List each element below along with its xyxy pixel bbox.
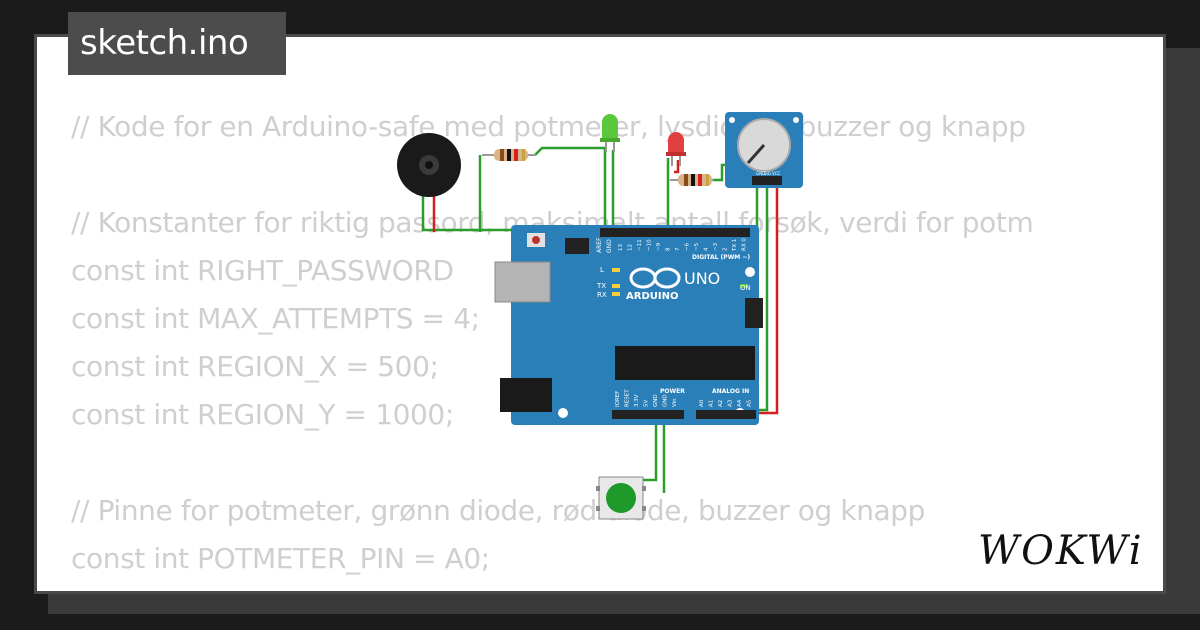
wokwi-logo-text: WOKWi xyxy=(978,528,1144,574)
buzzer[interactable] xyxy=(397,133,461,197)
label-digital-pwm: DIGITAL (PWM ~) xyxy=(692,254,750,261)
code-line: const int REGION_Y = 1000; xyxy=(71,398,454,431)
pin-label: 12 xyxy=(628,244,634,251)
pin-label: RX 0 xyxy=(742,238,748,251)
pin-label: 7 xyxy=(675,247,681,251)
pin-label: A0 xyxy=(699,399,705,407)
led-green[interactable] xyxy=(600,114,620,152)
push-button[interactable] xyxy=(596,476,646,520)
power-header xyxy=(612,410,684,419)
wire-resistor1-right xyxy=(534,146,607,232)
code-line: // Kode for en Arduino-safe med potmeter… xyxy=(71,110,1026,143)
pin-label: ~10 xyxy=(647,239,653,251)
pin-label: A3 xyxy=(728,399,734,407)
wokwi-logo[interactable]: WOKWi xyxy=(978,524,1148,578)
pin-label: ~9 xyxy=(656,242,662,251)
atmega-chip xyxy=(615,346,755,380)
label-rx: RX xyxy=(597,291,607,299)
arduino-logo-icon xyxy=(629,267,681,289)
icsp-header-right xyxy=(745,298,763,328)
pin-label: GND xyxy=(653,394,659,407)
wire-buzzer-gnd xyxy=(421,185,730,232)
potentiometer[interactable]: GND SIG VCC xyxy=(725,112,803,188)
icsp-header-top xyxy=(565,238,589,254)
pin-label: ~11 xyxy=(637,239,643,251)
pin-label: A5 xyxy=(747,399,753,407)
pin-label: ~6 xyxy=(685,242,691,251)
pin-label: 8 xyxy=(666,247,672,251)
pin-label: A2 xyxy=(718,400,724,407)
label-tx: TX xyxy=(596,282,606,290)
board-brand: ARDUINO xyxy=(626,291,678,302)
analog-header xyxy=(696,410,756,419)
pot-pin-gnd: GND xyxy=(756,171,765,176)
pin-label: TX 1 xyxy=(732,239,738,252)
digital-header xyxy=(600,228,750,237)
usb-port xyxy=(494,261,551,303)
code-line: const int RIGHT_PASSWORD xyxy=(71,254,454,287)
pot-pin-vcc: VCC xyxy=(772,171,781,176)
code-line: const int REGION_X = 500; xyxy=(71,350,439,383)
potentiometer-knob-indicator xyxy=(746,144,766,164)
label-on: ON xyxy=(740,284,751,292)
label-gnd-top: GND xyxy=(606,239,613,253)
wire-red-led-anode xyxy=(674,160,680,174)
pin-label: 5V xyxy=(644,400,650,407)
pin-label: Vin xyxy=(672,398,678,407)
pin-label: RESET xyxy=(625,389,631,407)
pin-label: IOREF xyxy=(615,391,621,407)
power-jack xyxy=(500,378,552,412)
pin-label: 3.3V xyxy=(634,394,640,407)
push-button-cap[interactable] xyxy=(606,483,636,513)
label-power: POWER xyxy=(660,388,685,395)
code-line: const int MAX_ATTEMPTS = 4; xyxy=(71,302,480,335)
pin-label: A1 xyxy=(709,400,715,407)
pin-label: ~3 xyxy=(713,242,719,251)
resistor-2[interactable] xyxy=(670,174,714,186)
pin-label: A4 xyxy=(737,399,743,407)
label-l: L xyxy=(600,266,604,274)
pin-label: 4 xyxy=(704,247,710,251)
label-aref: AREF xyxy=(596,237,603,253)
board-model: UNO xyxy=(684,269,720,288)
code-line: const int POTMETER_PIN = A0; xyxy=(71,542,490,575)
wire-resistor2 xyxy=(712,163,726,182)
pin-label: 2 xyxy=(723,248,729,252)
pin-label: ~5 xyxy=(694,242,700,251)
pin-label: 13 xyxy=(618,244,624,251)
pot-pin-sig: SIG xyxy=(764,171,771,176)
arduino-uno-board[interactable]: AREF GND DIGITAL (PWM ~) L TX RX ON ARDU… xyxy=(494,225,763,425)
sketch-filename-badge[interactable]: sketch.ino xyxy=(68,12,286,75)
led-red[interactable] xyxy=(666,132,686,166)
pin-label: GND xyxy=(663,394,669,407)
resistor-1[interactable] xyxy=(482,149,536,161)
code-line: // Konstanter for riktig passord, maksim… xyxy=(71,206,1034,239)
label-analog-in: ANALOG IN xyxy=(712,388,749,395)
code-line: const int GREEN_DIODE_PIN = 10; xyxy=(71,583,1033,591)
